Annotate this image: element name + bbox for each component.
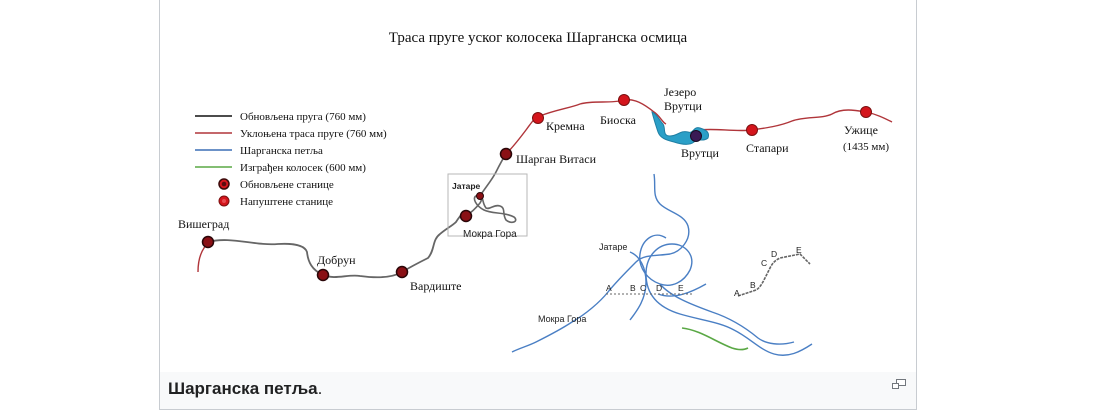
station-stapari-icon	[746, 124, 758, 136]
label-mokra-gora: Мокра Гора	[463, 229, 517, 240]
station-visegrad-icon	[201, 235, 215, 249]
stations	[201, 94, 872, 282]
profile-point-a: A	[734, 288, 740, 298]
loop-new-track	[681, 327, 749, 351]
station-jatare-icon	[476, 192, 484, 200]
station-bioska-icon	[618, 94, 630, 106]
inset-point-e: E	[678, 283, 684, 293]
profile-point-c: C	[761, 258, 767, 268]
label-uzice: Ужице	[844, 123, 878, 137]
station-vardiste-icon	[395, 265, 409, 279]
station-kremna-icon	[532, 112, 544, 124]
station-sargan-vitasi-icon	[499, 147, 513, 161]
station-uzice-icon	[860, 106, 872, 118]
loop-river-3	[629, 251, 795, 345]
station-dobrun-icon	[316, 268, 330, 282]
legend-restored-station-label: Обновљене станице	[240, 179, 334, 191]
inset-point-c: C	[640, 283, 646, 293]
label-visegrad: Вишеград	[178, 217, 229, 231]
loop-river-1	[511, 173, 690, 353]
label-kremna: Кремна	[546, 119, 585, 133]
legend-abandoned-station-label: Напуштене станице	[240, 196, 333, 208]
legend: Обновљена пруга (760 мм) Уклоњена траса …	[195, 111, 387, 208]
label-sargan-vitasi: Шарган Витаси	[516, 152, 597, 166]
restored-track-loop	[465, 194, 517, 224]
profile-line	[737, 253, 811, 297]
map-title: Траса пруге уског колосека Шарганска осм…	[389, 30, 688, 46]
legend-restored-label: Обновљена пруга (760 мм)	[240, 111, 366, 123]
loop-detail: A B C D E Јатаре Мокра Гора	[511, 173, 813, 356]
inset-label-jatare: Јатаре	[599, 242, 627, 252]
profile-point-d: D	[771, 249, 777, 259]
figure-caption: Шарганска петља.	[160, 372, 916, 409]
label-vardiste: Вардиште	[410, 279, 462, 293]
label-jezero-vrutci: Врутци	[664, 99, 703, 113]
restored-track-main	[207, 213, 467, 279]
railway-map: Траса пруге уског колосека Шарганска осм…	[178, 30, 893, 356]
inset-point-d: D	[656, 283, 662, 293]
profile-point-b: B	[750, 280, 756, 290]
label-vrutci: Врутци	[681, 146, 720, 160]
inset-label-mokra-gora: Мокра Гора	[538, 314, 586, 324]
label-stapari: Стапари	[746, 141, 789, 155]
label-bioska: Биоска	[600, 113, 637, 127]
station-vrutci-icon	[690, 130, 702, 142]
elevation-profile: A B C D E	[734, 245, 811, 298]
label-jezero: Језеро	[664, 85, 696, 99]
legend-loop-label: Шарганска петља	[240, 145, 323, 157]
caption-title[interactable]: Шарганска петља	[168, 379, 318, 398]
profile-point-e: E	[796, 245, 802, 255]
caption-suffix: .	[317, 379, 323, 398]
legend-new-label: Изграђен колосек (600 мм)	[240, 162, 366, 174]
inset-point-a: A	[606, 283, 612, 293]
station-mokra-gora-icon	[459, 209, 473, 223]
label-uzice-gauge: (1435 мм)	[843, 141, 889, 153]
enlarge-icon[interactable]	[892, 379, 906, 389]
legend-removed-label: Уклоњена траса пруге (760 мм)	[240, 128, 387, 140]
figure-frame: Траса пруге уског колосека Шарганска осм…	[159, 0, 917, 410]
inset-point-b: B	[630, 283, 636, 293]
inset-frame	[447, 173, 528, 237]
label-jatare: Јатаре	[452, 181, 481, 191]
label-dobrun: Добрун	[317, 253, 356, 267]
restored-track-climb	[479, 153, 507, 197]
